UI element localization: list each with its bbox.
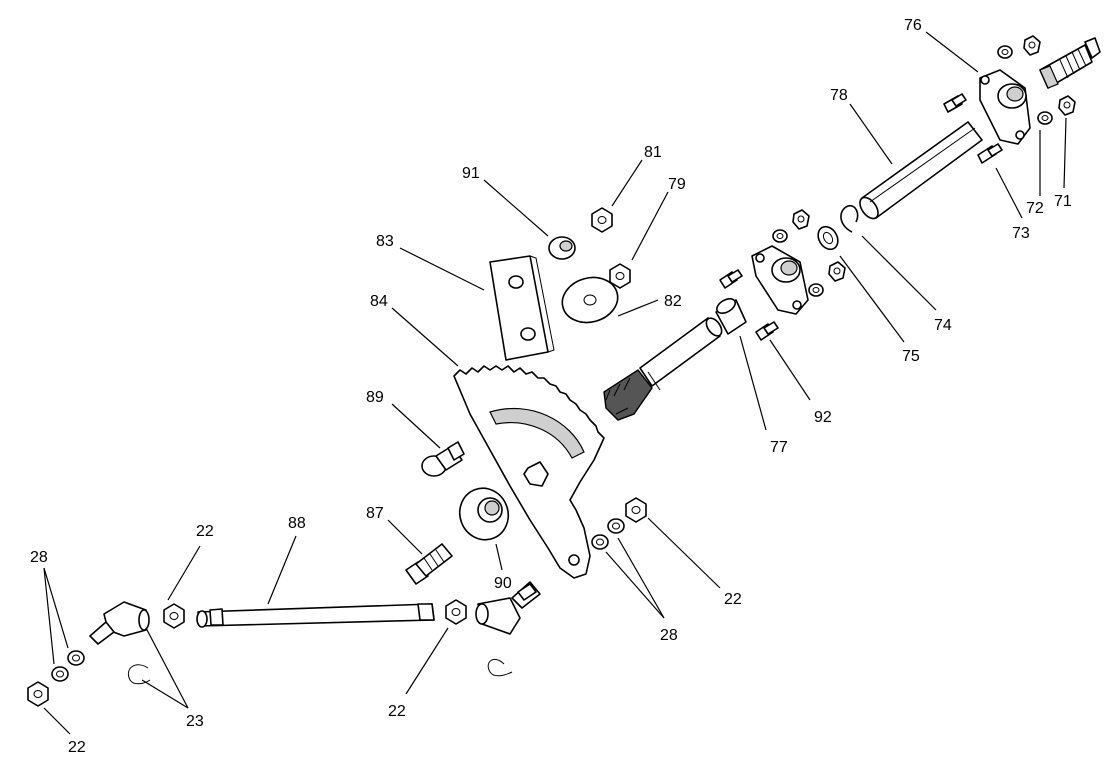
part-81-nut — [591, 207, 613, 233]
part-28-washers-left — [51, 650, 85, 682]
part-89-bolt — [421, 441, 465, 477]
callout-87: 87 — [366, 505, 384, 522]
callout-28-right: 28 — [660, 627, 678, 644]
callout-88: 88 — [288, 515, 306, 532]
part-77-bushing — [715, 297, 747, 335]
part-91-spacer — [548, 236, 576, 260]
part-shaft-stud — [1039, 37, 1101, 89]
part-75-washer — [817, 225, 839, 251]
callout-89: 89 — [366, 389, 384, 406]
part-23-hair-pin-left — [128, 664, 151, 685]
callout-73: 73 — [1012, 225, 1030, 242]
part-87-bolt — [405, 543, 453, 585]
callout-79: 79 — [668, 176, 686, 193]
callout-91: 91 — [462, 165, 480, 182]
callout-23: 23 — [186, 713, 204, 730]
part-76-flange-bearing — [979, 69, 1031, 145]
part-nuts-middle — [772, 209, 846, 297]
callout-84: 84 — [370, 293, 388, 310]
callout-92: 92 — [814, 409, 832, 426]
part-ball-joint-right — [475, 581, 541, 635]
part-82-washer — [561, 276, 619, 324]
part-28-washers-right — [591, 518, 625, 550]
part-92-bolt — [719, 269, 779, 341]
part-78-tube — [859, 121, 983, 220]
part-pinion-shaft — [603, 317, 723, 421]
part-23-hair-pin-right — [487, 659, 513, 677]
part-90-spacer — [458, 487, 510, 541]
callout-90: 90 — [494, 575, 512, 592]
part-22-nut-far-left — [27, 681, 49, 707]
callout-77: 77 — [770, 439, 788, 456]
part-flange-bearing-middle — [751, 245, 809, 315]
callout-83: 83 — [376, 233, 394, 250]
part-74-snap-ring — [840, 204, 859, 233]
part-84-sector-gear — [453, 365, 605, 579]
part-22-nut-right — [625, 497, 647, 523]
callout-22-right: 22 — [724, 591, 742, 608]
leader-lines — [43, 31, 1067, 735]
part-88-rod — [196, 603, 435, 628]
callout-28-left: 28 — [30, 549, 48, 566]
part-83-plate — [489, 255, 555, 361]
callout-72: 72 — [1026, 200, 1044, 217]
part-72-washer — [997, 45, 1053, 125]
callout-82: 82 — [664, 293, 682, 310]
callout-labels: 76 78 72 71 73 74 75 81 79 91 83 82 84 9… — [30, 17, 1072, 756]
callout-78: 78 — [830, 87, 848, 104]
callout-22-bottom-mid: 22 — [388, 703, 406, 720]
part-71-nut — [1023, 35, 1076, 116]
callout-81: 81 — [644, 144, 662, 161]
callout-22-bottom-left: 22 — [68, 739, 86, 756]
callout-71: 71 — [1054, 193, 1072, 210]
callout-75: 75 — [902, 348, 920, 365]
callout-76: 76 — [904, 17, 922, 34]
part-22-nut-left-mid — [163, 603, 185, 629]
part-73-bolt — [943, 93, 1003, 164]
part-22-nut-mid — [445, 599, 467, 625]
callout-74: 74 — [934, 317, 952, 334]
callout-22-top: 22 — [196, 523, 214, 540]
part-ball-joint-left — [89, 601, 150, 645]
